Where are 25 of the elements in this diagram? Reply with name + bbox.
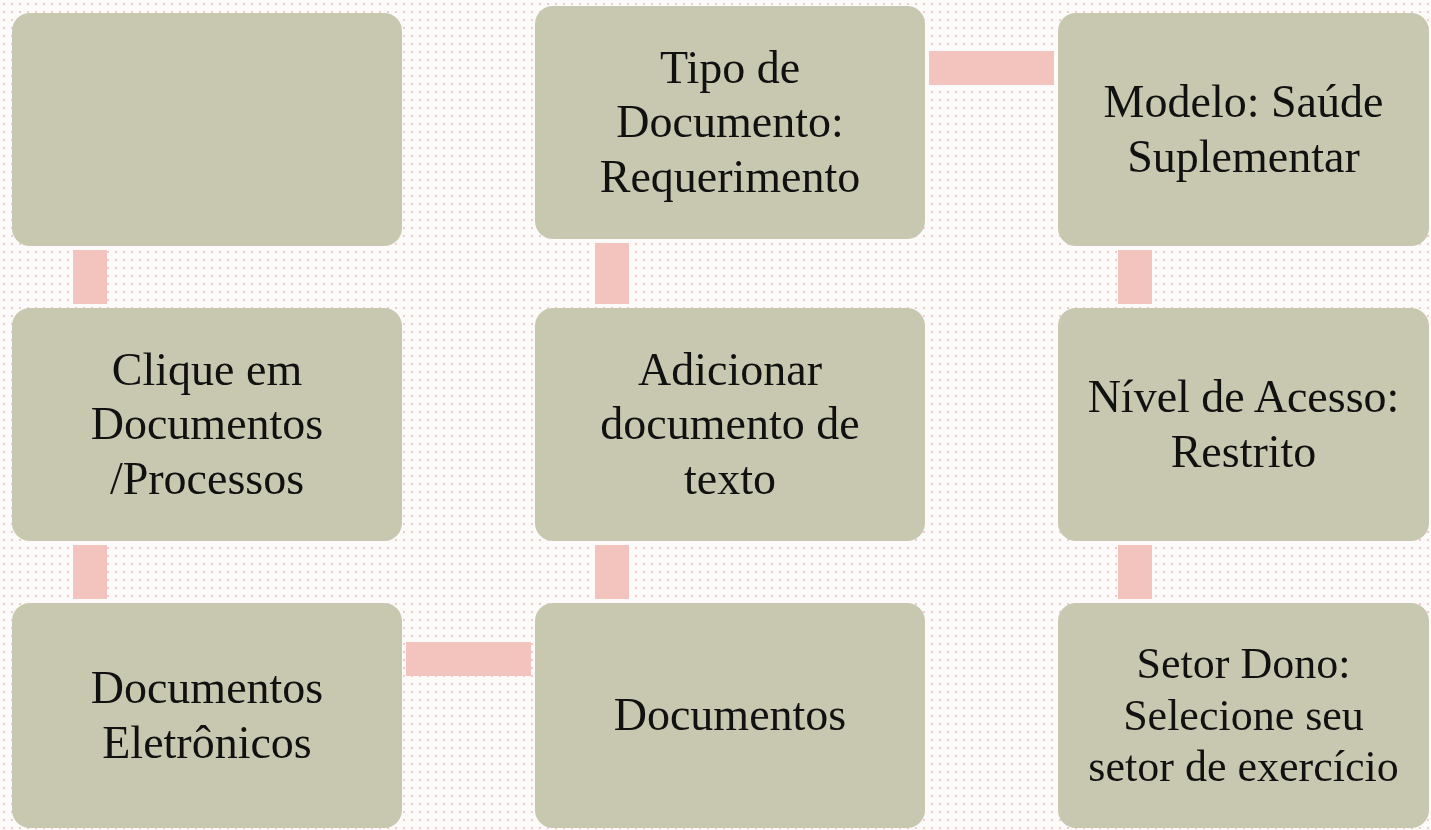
- process-box: [1058, 308, 1429, 541]
- connector: [73, 545, 107, 599]
- step-text: Adicionar documento de texto: [599, 343, 861, 506]
- step-text: Setor Dono: Selecione seu setor de exercício: [1087, 637, 1400, 794]
- step-text: Documentos: [613, 688, 847, 743]
- process-box: [12, 13, 402, 246]
- step-text: Documentos Eletrônicos: [89, 661, 325, 770]
- step-text: Nível de Acesso: Restrito: [1086, 370, 1401, 479]
- step-text: Clique em Documentos /Processos: [89, 343, 325, 506]
- process-box: [1058, 603, 1429, 828]
- connector: [929, 51, 1054, 85]
- connector: [73, 250, 107, 304]
- process-box: [12, 308, 402, 541]
- connector: [406, 642, 531, 676]
- step-text: Tipo de Documento: Requerimento: [598, 41, 862, 204]
- process-box: [535, 603, 925, 828]
- connector: [595, 243, 629, 304]
- process-box: [1058, 13, 1429, 246]
- process-box: [535, 308, 925, 541]
- connector: [1118, 250, 1152, 304]
- connector: [595, 545, 629, 599]
- process-box: [12, 603, 402, 828]
- step-text: Modelo: Saúde Suplementar: [1102, 75, 1385, 184]
- process-box: [535, 6, 925, 239]
- connector: [1118, 545, 1152, 599]
